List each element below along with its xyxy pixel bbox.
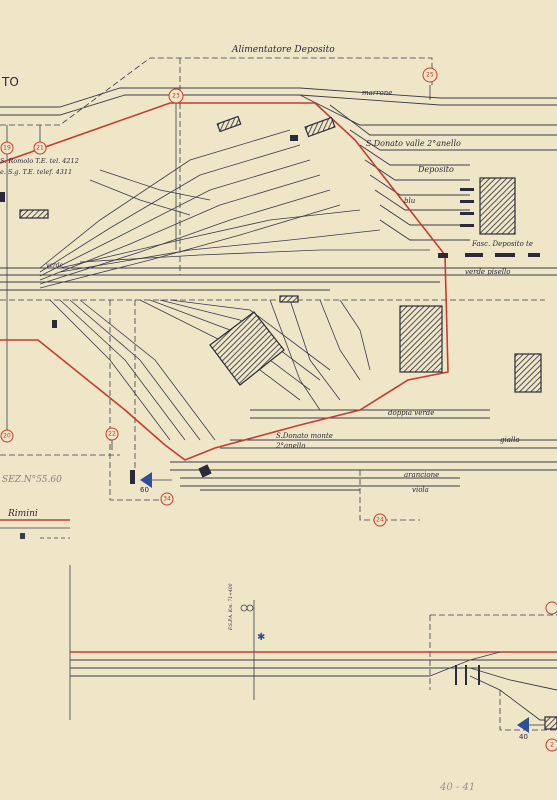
- circle-marker: 19: [0, 141, 14, 155]
- small-building-d: [279, 295, 299, 303]
- svg-text:21: 21: [36, 145, 44, 152]
- svg-text:34: 34: [163, 496, 171, 503]
- circle-marker: 2: [545, 738, 557, 752]
- label-sromolo: S. Romolo T.E. tel. 4212: [0, 157, 79, 165]
- signal-icons: ✱: [140, 472, 545, 733]
- track-lines-main-lower: [70, 651, 557, 721]
- circle-marker: 25: [422, 67, 438, 83]
- svg-text:24: 24: [376, 517, 384, 524]
- circle-marker: 22: [105, 427, 119, 441]
- circle-marker: 23: [168, 88, 184, 104]
- svg-text:2: 2: [550, 742, 554, 749]
- label-sdonato-monte: S.Donato monte: [276, 432, 333, 440]
- label-marrone: marrone: [362, 89, 392, 97]
- circle-marker: 20: [0, 429, 14, 443]
- small-building-b: [304, 116, 336, 138]
- depot-shed-upper: [479, 177, 516, 235]
- label-viola: viola: [412, 486, 429, 494]
- circle-marker: [545, 601, 557, 615]
- label-alimentatore: Alimentatore Deposito: [231, 45, 335, 55]
- label-num60: 60: [140, 486, 149, 494]
- small-building-a: [216, 115, 242, 133]
- track-signal-blocks: [0, 135, 540, 685]
- label-anello2: 2°anello: [275, 442, 305, 450]
- label-arancione: arancione: [404, 471, 439, 479]
- track-lines-middle: [0, 267, 557, 291]
- label-verde: verde: [46, 262, 64, 269]
- label-corner: TO: [1, 75, 19, 89]
- asterisk-marker-icon: ✱: [257, 632, 265, 643]
- label-sez: SEZ.N°55.60: [2, 475, 62, 485]
- yard-fan-lower: [49, 299, 371, 441]
- depot-buildings: [19, 115, 557, 730]
- track-lines-bottom: [170, 409, 557, 491]
- label-num40: 40: [519, 733, 528, 741]
- label-fascio-deposito: Fasc. Deposito te: [471, 240, 533, 248]
- circle-marker: 21: [33, 141, 47, 155]
- depot-shed-lower: [399, 305, 443, 373]
- svg-text:23: 23: [172, 93, 180, 100]
- svg-text:25: 25: [426, 72, 434, 79]
- label-sdonato-valle: S.Donato valle 2°anello: [366, 139, 461, 148]
- label-gialla: gialla: [500, 436, 520, 444]
- signal-triangle-icon: [140, 472, 152, 488]
- label-doppia-verde: doppia verde: [388, 409, 434, 417]
- small-building-e: [544, 716, 557, 730]
- yard-fan-upper: [39, 129, 430, 289]
- label-rimini: Rimini: [7, 509, 38, 519]
- track-labels: Alimentatore Deposito TO marrone S.Donat…: [0, 45, 533, 793]
- label-kilometric: F.S.P.A. Km. 71+400: [228, 583, 234, 631]
- circle-markers: 25 23 19 21 20 22 34 24: [0, 67, 557, 752]
- label-sheet-num: 40 - 41: [439, 782, 475, 793]
- circle-marker: 24: [373, 513, 387, 527]
- central-building: [209, 311, 285, 386]
- signal-triangle-icon: [517, 717, 529, 733]
- svg-text:22: 22: [108, 431, 116, 438]
- small-building-c: [19, 209, 49, 219]
- depot-shed-right: [514, 353, 542, 393]
- label-blu: blu: [404, 197, 416, 205]
- label-verde-pisello: verde pisello: [465, 268, 510, 276]
- svg-text:20: 20: [3, 433, 11, 440]
- svg-text:19: 19: [3, 145, 11, 152]
- red-section-boundary: [0, 102, 449, 461]
- rimini-line: [0, 519, 70, 539]
- label-sg-te: e. S.g. T.E. telef. 4311: [0, 168, 72, 176]
- label-deposito: Deposito: [417, 165, 454, 174]
- circle-marker: 34: [160, 492, 174, 506]
